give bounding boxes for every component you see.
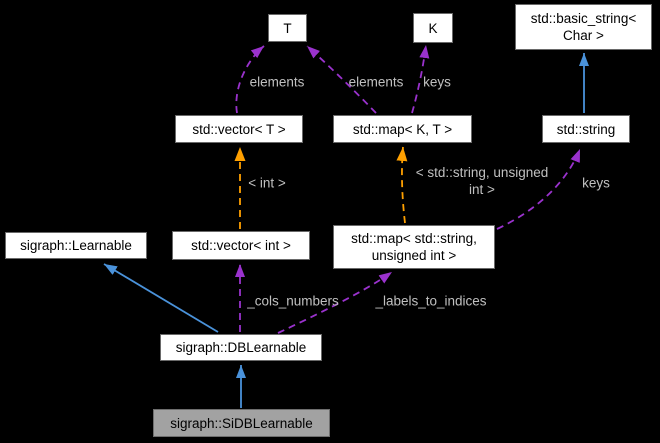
edge-label-labels-to-indices: _labels_to_indices [375, 293, 487, 309]
node-label: K [428, 20, 438, 36]
edge-mapstringuint-string-keys [496, 148, 581, 230]
node-sigraph-sidblearnable-current[interactable]: sigraph::SiDBLearnable [153, 409, 330, 437]
node-std-map-string-uint: std::map< std::string, unsigned int > [333, 225, 495, 269]
node-std-map-kt: std::map< K, T > [333, 115, 472, 143]
edge-label-elements-vector: elements [249, 74, 305, 90]
node-template-param-k: K [413, 13, 453, 43]
node-label: std::map< K, T > [352, 121, 453, 137]
node-std-string: std::string [542, 115, 630, 143]
edge-dblearnable-mapstringuint-labelstoindices [277, 271, 393, 334]
node-label: sigraph::DBLearnable [175, 340, 307, 355]
edge-label-map-instantiation: < std::string, unsigned int > [415, 165, 549, 197]
node-std-vector-int: std::vector< int > [172, 231, 310, 260]
node-label: T [283, 20, 292, 36]
edge-map-k-keys [411, 44, 430, 114]
edge-label-cols-numbers: _cols_numbers [247, 293, 339, 309]
edge-label-keys-map-string: keys [582, 175, 610, 191]
node-label: std::string [556, 121, 616, 137]
edge-dblearnable-learnable-inheritance [103, 263, 219, 333]
node-template-param-t: T [268, 14, 307, 42]
node-label: std::vector< int > [191, 238, 291, 253]
node-sigraph-dblearnable[interactable]: sigraph::DBLearnable [160, 334, 322, 361]
node-std-vector-t: std::vector< T > [175, 115, 303, 143]
node-label: std::map< std::string, unsigned int > [351, 231, 477, 263]
edge-mapstringuint-mapkt-instantiation [396, 146, 408, 224]
node-sigraph-learnable[interactable]: sigraph::Learnable [5, 232, 147, 259]
node-label: std::basic_string< Char > [530, 11, 637, 43]
edge-label-elements-map: elements [348, 74, 404, 90]
node-label: sigraph::Learnable [20, 238, 132, 253]
node-label: std::vector< T > [192, 121, 286, 137]
edge-label-keys-map-k: keys [423, 74, 451, 90]
edge-vector-t-elements [235, 45, 265, 114]
edge-label-int-instantiation: < int > [248, 175, 286, 191]
node-label: sigraph::SiDBLearnable [170, 415, 313, 431]
node-std-basic-string: std::basic_string< Char > [515, 4, 652, 50]
edge-map-t-elements [306, 45, 377, 114]
